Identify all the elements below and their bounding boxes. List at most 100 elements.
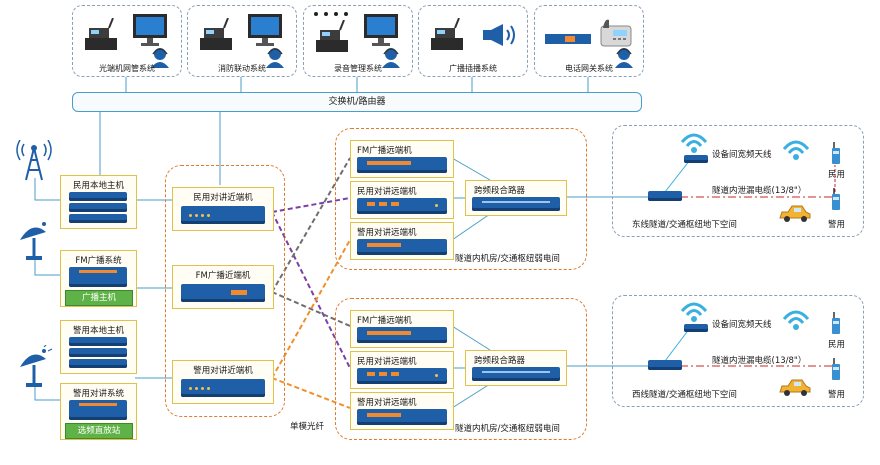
handheld-radio-icon [832, 188, 840, 210]
room2-fm-device [357, 327, 447, 343]
server-unit [69, 192, 127, 201]
switch-router-bar: 交换机/路由器 [72, 92, 642, 112]
room2-civil-remote: 民用对讲远端机 [350, 351, 454, 389]
operator-icon [615, 48, 633, 68]
room2-fm-label: FM广播远端机 [357, 316, 412, 326]
dots-icon [314, 12, 348, 16]
operator-icon [151, 48, 169, 68]
system-box-3: 录音管理系统 [303, 5, 413, 77]
car-icon [779, 205, 811, 222]
satellite-dish-icon [20, 222, 46, 260]
civil-near-label: 民用对讲近端机 [193, 193, 253, 203]
police-system-label: 警用对讲系统 [72, 389, 124, 399]
wifi-antenna-icon [782, 140, 810, 160]
room2-combiner: 跨频段合路器 [465, 350, 567, 386]
room1-civil-label: 民用对讲远端机 [357, 187, 417, 197]
wifi-antenna-icon [782, 310, 810, 330]
police-system-box: 警用对讲系统 选频直放站 [60, 383, 137, 440]
room2-civil-device [357, 368, 447, 384]
system-box-4: 广播插播系统 [418, 5, 528, 77]
room1-combiner: 跨频段合路器 [465, 180, 567, 216]
fiber-label: 单模光纤 [290, 422, 325, 432]
system-box-5: 电话网关系统 [534, 5, 644, 77]
server-unit [69, 348, 127, 357]
radio-icon [85, 18, 117, 50]
police-device [69, 400, 127, 420]
monitor-icon [364, 14, 398, 46]
wifi-antenna-icon [680, 302, 708, 322]
speaker-icon [483, 24, 515, 46]
car-icon [779, 379, 811, 396]
west-coupler [684, 324, 708, 332]
civil-host-box: 民用本地主机 [60, 175, 137, 229]
fm-system-box: FM广播系统 广播主机 [60, 250, 137, 307]
west-police-label: 警用 [828, 390, 846, 400]
east-coupler [684, 155, 708, 163]
room1-civil-device [357, 198, 447, 214]
room1-civil-remote: 民用对讲远端机 [350, 181, 454, 219]
gateway-icon [545, 34, 591, 44]
room1-combiner-device [472, 197, 560, 211]
operator-icon [266, 48, 284, 68]
handheld-radio-icon [832, 358, 840, 380]
system-label: 电话网关系统 [565, 64, 613, 73]
system-box-1: 光端机网管系统 [72, 5, 182, 77]
east-tunnel-area [612, 125, 864, 237]
civil-host-label: 民用本地主机 [72, 181, 124, 191]
server-unit [69, 359, 127, 368]
room1-fm-label: FM广播远端机 [357, 146, 412, 156]
room1-police-device [357, 239, 447, 255]
system-label: 光端机网管系统 [99, 64, 155, 73]
police-near-unit: 警用对讲近端机 [172, 360, 274, 404]
west-caption: 西线隧道/交通枢纽地下空间 [632, 390, 737, 400]
room1-combiner-label: 跨频段合路器 [474, 186, 526, 196]
east-antenna-label: 设备间宽频天线 [712, 150, 772, 160]
west-civil-label: 民用 [828, 340, 846, 350]
room2-caption: 隧道内机房/交通枢纽弱电间 [455, 424, 560, 434]
monitor-icon [133, 14, 167, 46]
police-host-box: 警用本地主机 [60, 320, 137, 374]
room1-police-label: 警用对讲远端机 [357, 228, 417, 238]
fm-near-device [181, 284, 265, 302]
room2-combiner-label: 跨频段合路器 [474, 356, 526, 366]
room2-civil-label: 民用对讲远端机 [357, 357, 417, 367]
fm-near-label: FM广播近端机 [195, 271, 251, 281]
civil-near-device [181, 206, 265, 224]
west-antenna-label: 设备间宽频天线 [712, 320, 772, 330]
system-label: 消防联动系统 [218, 64, 266, 73]
monitor-icon [248, 14, 282, 46]
operator-icon [382, 48, 400, 68]
east-caption: 东线隧道/交通枢纽地下空间 [632, 220, 737, 230]
fm-system-label: FM广播系统 [75, 256, 122, 266]
system-label: 录音管理系统 [334, 64, 382, 73]
handheld-radio-icon [832, 312, 840, 334]
repeater-station-label: 选频直放站 [65, 423, 133, 439]
police-near-device [181, 379, 265, 397]
server-unit [69, 214, 127, 223]
room2-police-device [357, 409, 447, 425]
fm-device [69, 267, 127, 287]
radio-icon [431, 18, 463, 50]
server-unit [69, 203, 127, 212]
tower-antenna-icon [16, 140, 52, 181]
room2-combiner-device [472, 367, 560, 381]
satellite-dish-icon [20, 345, 53, 387]
room2-police-label: 警用对讲远端机 [357, 398, 417, 408]
police-host-label: 警用本地主机 [72, 326, 124, 336]
west-tunnel-area [612, 295, 864, 407]
room1-fm-remote: FM广播远端机 [350, 140, 454, 178]
room1-police-remote: 警用对讲远端机 [350, 222, 454, 260]
broadcast-host-label: 广播主机 [65, 290, 133, 306]
east-cable-label: 隧道内泄漏电缆(13/8"） [712, 186, 807, 196]
system-box-2: 消防联动系统 [187, 5, 297, 77]
west-tunnel-coupler [648, 360, 682, 370]
server-unit [69, 337, 127, 346]
phone-icon [600, 19, 632, 47]
fm-near-unit: FM广播近端机 [172, 265, 274, 309]
wifi-antenna-icon [680, 133, 708, 153]
room1-fm-device [357, 157, 447, 173]
room2-police-remote: 警用对讲远端机 [350, 392, 454, 430]
equipment-room-1 [335, 128, 587, 270]
room1-caption: 隧道内机房/交通枢纽弱电间 [455, 254, 560, 264]
civil-near-unit: 民用对讲近端机 [172, 187, 274, 231]
